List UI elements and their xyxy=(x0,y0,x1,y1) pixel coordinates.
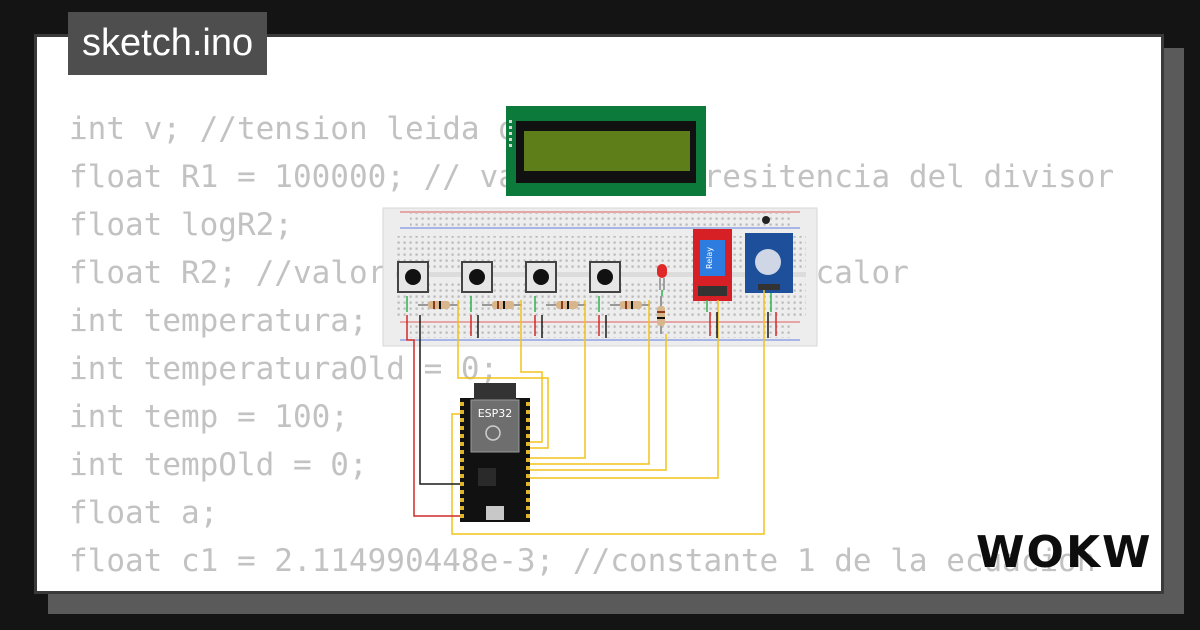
code-line: int temp = 100; xyxy=(69,399,349,435)
code-line: float c1 = 2.114990448e-3; //constante 1… xyxy=(69,543,1096,579)
power-rail-top xyxy=(410,213,790,227)
resistor-4 xyxy=(610,301,650,309)
resistors xyxy=(418,296,665,334)
push-button-1[interactable] xyxy=(397,261,429,293)
power-rail-bottom xyxy=(410,324,790,338)
code-line: float a; xyxy=(69,495,219,531)
resistor-led xyxy=(657,296,665,334)
code-line: int tempOld = 0; xyxy=(69,447,368,483)
esp32-board[interactable]: ESP32 xyxy=(460,383,530,522)
lcd-pins xyxy=(509,120,512,147)
push-button-3[interactable] xyxy=(525,261,557,293)
brand-name: WOKWi xyxy=(976,527,1152,576)
push-button-2[interactable] xyxy=(461,261,493,293)
resistor-2 xyxy=(482,301,522,309)
push-button-4[interactable] xyxy=(589,261,621,293)
relay-module[interactable]: Relay xyxy=(693,229,732,301)
led-red[interactable] xyxy=(657,264,667,290)
code-line: int temperatura; xyxy=(69,303,368,339)
file-tab[interactable]: sketch.ino xyxy=(68,12,268,75)
breadboard[interactable] xyxy=(382,207,818,347)
wokwi-logo: WOKWi xyxy=(976,527,1152,576)
ntc-sensor-module[interactable] xyxy=(745,216,793,293)
wires xyxy=(406,290,777,535)
resistor-1 xyxy=(418,301,458,309)
esp32-label: ESP32 xyxy=(478,407,513,420)
resistor-3 xyxy=(546,301,586,309)
lcd-display[interactable] xyxy=(506,106,706,196)
code-line: float logR2; xyxy=(69,207,293,243)
relay-label: Relay xyxy=(705,247,714,269)
lcd-screen xyxy=(524,131,690,171)
code-line: int temperaturaOld = 0; xyxy=(69,351,499,387)
